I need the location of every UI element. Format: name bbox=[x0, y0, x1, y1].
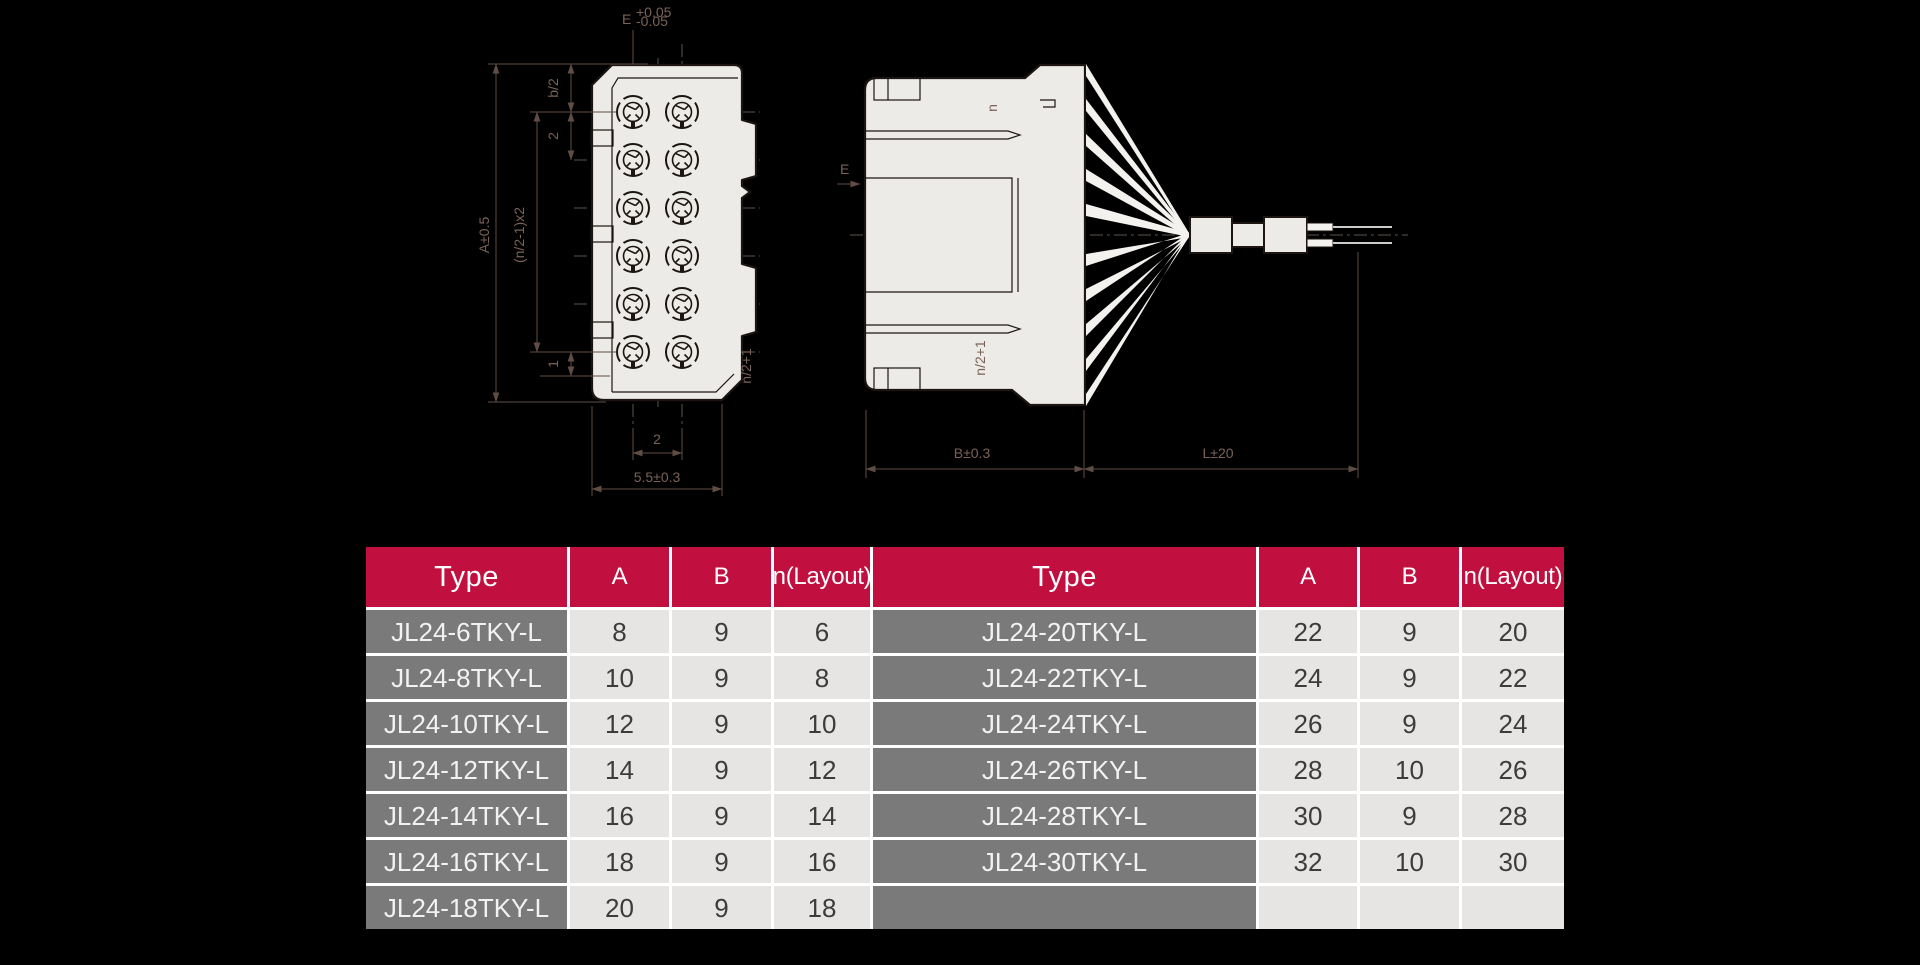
value-cell: 22 bbox=[1462, 656, 1564, 699]
technical-drawing: E +0.05 -0.05 A±0.5 (n/2-1)x2 b/2 2 1 n/… bbox=[476, 4, 1408, 496]
dim-edge-label: 1 bbox=[545, 360, 561, 368]
dim-width-label: 5.5±0.3 bbox=[634, 469, 681, 485]
side-e-label: E bbox=[840, 161, 849, 177]
side-dimensions: E B±0.3 L±20 bbox=[837, 161, 1359, 478]
value-cell: 6 bbox=[774, 610, 870, 653]
key-notch bbox=[590, 321, 614, 339]
dim-span-label: (n/2-1)x2 bbox=[511, 207, 527, 263]
key-notch bbox=[590, 129, 614, 147]
type-cell: JL24-16TKY-L bbox=[366, 840, 567, 883]
type-cell: JL24-20TKY-L bbox=[873, 610, 1256, 653]
value-cell: 26 bbox=[1462, 748, 1564, 791]
col-header-a: A bbox=[1259, 547, 1357, 607]
value-cell: 8 bbox=[774, 656, 870, 699]
side-n2-label: n/2+1 bbox=[972, 340, 988, 376]
dim-b-label: B±0.3 bbox=[954, 445, 991, 461]
type-cell: JL24-8TKY-L bbox=[366, 656, 567, 699]
value-cell: 30 bbox=[1259, 794, 1357, 837]
col-header-n: n(Layout) bbox=[773, 547, 872, 607]
value-cell: 10 bbox=[1360, 840, 1459, 883]
col-header-b: B bbox=[672, 547, 771, 607]
wire-stub bbox=[1306, 222, 1334, 232]
value-cell: 30 bbox=[1462, 840, 1564, 883]
value-cell: 9 bbox=[672, 656, 771, 699]
value-cell: 18 bbox=[570, 840, 669, 883]
wire-fan bbox=[1086, 64, 1392, 406]
dim-b2-label: b/2 bbox=[545, 78, 561, 98]
value-cell: 32 bbox=[1259, 840, 1357, 883]
value-cell: 24 bbox=[1259, 656, 1357, 699]
value-cell: 10 bbox=[774, 702, 870, 745]
col-header-type: Type bbox=[366, 547, 567, 607]
type-cell: JL24-12TKY-L bbox=[366, 748, 567, 791]
side-view: n n/2+1 bbox=[850, 63, 1408, 407]
col-header-type: Type bbox=[873, 547, 1256, 607]
type-cell: JL24-28TKY-L bbox=[873, 794, 1256, 837]
value-cell: 9 bbox=[1360, 656, 1459, 699]
type-cell: JL24-10TKY-L bbox=[366, 702, 567, 745]
side-n-label: n bbox=[984, 104, 1000, 112]
col-header-b: B bbox=[1360, 547, 1459, 607]
dim-e-tol-dn: -0.05 bbox=[636, 13, 668, 29]
value-cell: 14 bbox=[570, 748, 669, 791]
type-cell: JL24-30TKY-L bbox=[873, 840, 1256, 883]
value-cell: 10 bbox=[570, 656, 669, 699]
dim-n2-front-label: n/2+1 bbox=[738, 348, 754, 384]
value-cell: 12 bbox=[570, 702, 669, 745]
front-dimensions: E +0.05 -0.05 A±0.5 (n/2-1)x2 b/2 2 1 n/… bbox=[476, 4, 754, 496]
value-cell: 16 bbox=[570, 794, 669, 837]
value-cell: 16 bbox=[774, 840, 870, 883]
value-cell: 24 bbox=[1462, 702, 1564, 745]
key-notch bbox=[590, 225, 614, 243]
wire-stub bbox=[1306, 238, 1334, 248]
front-view bbox=[574, 44, 760, 424]
value-cell: 14 bbox=[774, 794, 870, 837]
value-cell: 9 bbox=[672, 840, 771, 883]
type-cell: JL24-14TKY-L bbox=[366, 794, 567, 837]
side-details bbox=[866, 77, 1056, 391]
value-cell: 28 bbox=[1462, 794, 1564, 837]
col-header-n: n(Layout) bbox=[1462, 547, 1564, 607]
value-cell bbox=[1259, 886, 1357, 929]
type-cell bbox=[873, 886, 1256, 929]
value-cell: 9 bbox=[672, 702, 771, 745]
value-cell: 9 bbox=[672, 748, 771, 791]
value-cell: 9 bbox=[672, 610, 771, 653]
value-cell: 20 bbox=[1462, 610, 1564, 653]
spec-table: Type A B n(Layout) Type A B n(Layout) JL… bbox=[366, 547, 1564, 929]
front-inner-bottom bbox=[612, 373, 735, 393]
col-header-a: A bbox=[570, 547, 669, 607]
dim-pitch-v-label: 2 bbox=[545, 132, 561, 140]
dim-e-tol-up: +0.05 bbox=[636, 4, 672, 20]
type-cell: JL24-24TKY-L bbox=[873, 702, 1256, 745]
value-cell: 9 bbox=[672, 886, 771, 929]
type-cell: JL24-22TKY-L bbox=[873, 656, 1256, 699]
sleeve-block bbox=[1231, 222, 1265, 248]
value-cell: 9 bbox=[1360, 702, 1459, 745]
value-cell: 18 bbox=[774, 886, 870, 929]
type-cell: JL24-26TKY-L bbox=[873, 748, 1256, 791]
dim-pitch-h-label: 2 bbox=[653, 431, 661, 447]
value-cell: 26 bbox=[1259, 702, 1357, 745]
value-cell: 9 bbox=[672, 794, 771, 837]
value-cell: 22 bbox=[1259, 610, 1357, 653]
side-housing bbox=[863, 63, 1087, 407]
value-cell: 20 bbox=[570, 886, 669, 929]
dim-e-label: E bbox=[622, 11, 631, 27]
value-cell: 10 bbox=[1360, 748, 1459, 791]
type-cell: JL24-6TKY-L bbox=[366, 610, 567, 653]
value-cell bbox=[1462, 886, 1564, 929]
value-cell: 12 bbox=[774, 748, 870, 791]
value-cell: 8 bbox=[570, 610, 669, 653]
sleeve-block bbox=[1263, 216, 1308, 254]
sleeve-block bbox=[1189, 216, 1233, 254]
dim-l-label: L±20 bbox=[1202, 445, 1233, 461]
type-cell: JL24-18TKY-L bbox=[366, 886, 567, 929]
value-cell: 9 bbox=[1360, 794, 1459, 837]
value-cell: 28 bbox=[1259, 748, 1357, 791]
dim-height-label: A±0.5 bbox=[476, 217, 492, 254]
value-cell bbox=[1360, 886, 1459, 929]
front-inner-contour bbox=[611, 77, 738, 392]
value-cell: 9 bbox=[1360, 610, 1459, 653]
